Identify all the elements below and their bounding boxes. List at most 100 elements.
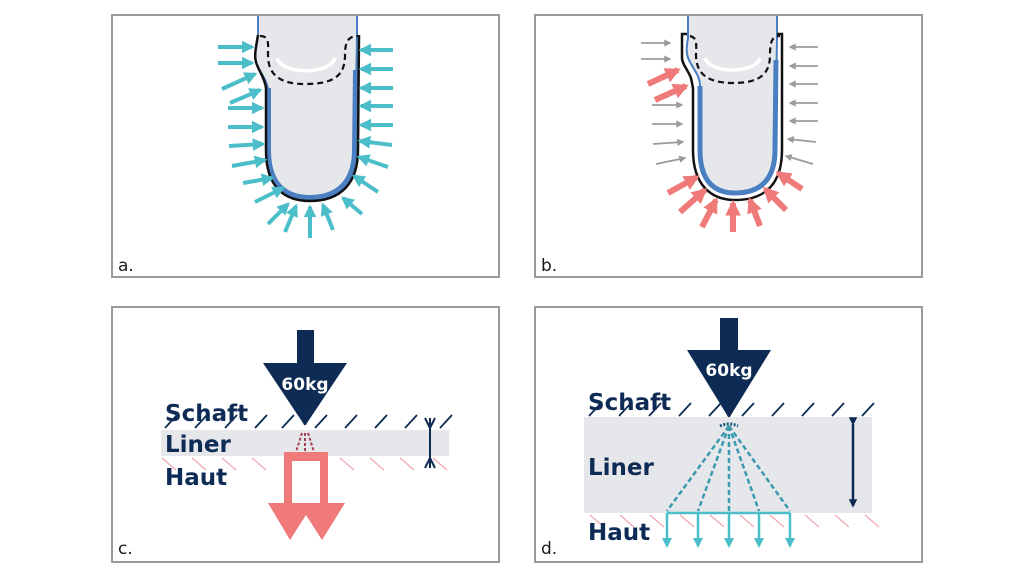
hatch-line	[314, 414, 328, 429]
hatch-line	[399, 457, 415, 471]
panel-label-c: c.	[118, 539, 133, 559]
hatch-line	[864, 514, 880, 528]
hatch-line	[588, 402, 602, 417]
hatch-line	[834, 514, 850, 528]
liner-layer	[697, 59, 779, 196]
patella-outline	[689, 34, 781, 85]
pressure-arrow	[786, 136, 817, 144]
hatch-line	[194, 414, 208, 429]
hatch-line	[801, 402, 815, 417]
hatch-line	[224, 414, 238, 429]
hatch-line	[404, 414, 418, 429]
hatch-line	[369, 457, 385, 471]
weight-arrow	[687, 318, 771, 418]
hatch-line	[769, 514, 785, 528]
hatch-line	[344, 414, 358, 429]
force-line	[727, 425, 792, 512]
hatch-line	[439, 414, 453, 429]
pressure-arrow	[655, 155, 687, 165]
pressure-arrow	[356, 154, 389, 169]
pressure-arrow	[762, 186, 789, 213]
pressure-arrow	[351, 174, 380, 194]
pressure-arrow	[266, 202, 290, 226]
pressure-arrow	[678, 187, 708, 215]
weight-label-c: 60kg	[281, 375, 328, 395]
thickness-indicator	[424, 417, 436, 469]
layer-label-socket: Schaft	[588, 390, 671, 416]
liner-band	[584, 417, 872, 513]
panel-c: 60kg Schaft Liner Haut c.	[111, 306, 500, 563]
layer-label-liner: Liner	[165, 432, 232, 458]
hatch-line	[831, 402, 845, 417]
layer-label-socket: Schaft	[165, 401, 248, 427]
force-line	[727, 425, 761, 512]
hatch-line	[254, 414, 268, 429]
pressure-arrow	[699, 197, 719, 229]
hatch-line	[589, 514, 605, 528]
force-line	[665, 425, 731, 512]
pressure-arrow	[228, 138, 266, 151]
hatch-line	[678, 402, 692, 417]
pressure-arrows-b	[641, 39, 818, 232]
hatch-line	[374, 414, 388, 429]
force-origin	[719, 422, 739, 428]
pressure-arrow	[341, 196, 364, 216]
hatching-c	[161, 414, 453, 471]
pressure-arrows-a	[218, 40, 393, 238]
distributed-load-arrows	[662, 513, 795, 548]
hatch-line	[339, 457, 355, 471]
pressure-arrow	[320, 202, 335, 231]
force-spread-c	[295, 432, 315, 453]
weight-label-d: 60kg	[705, 361, 752, 381]
force-spread-d	[665, 422, 792, 512]
hatch-line	[191, 457, 207, 471]
pressure-arrow	[784, 154, 814, 165]
hatch-line	[861, 402, 875, 417]
hatch-line	[771, 402, 785, 417]
panel-d: 60kg Schaft Liner Haut d.	[534, 306, 923, 563]
hatch-line	[221, 457, 237, 471]
pressure-arrow	[666, 174, 700, 196]
hatch-line	[161, 457, 177, 471]
panel-label-a: a.	[118, 256, 134, 276]
hatch-line	[281, 414, 295, 429]
concentrated-load-arrow	[268, 452, 345, 540]
pressure-arrow	[229, 88, 263, 105]
hatch-line	[679, 514, 695, 528]
hatch-line	[432, 457, 448, 471]
hatch-line	[739, 514, 755, 528]
layer-label-skin: Haut	[588, 520, 650, 546]
pressure-arrow	[242, 173, 275, 187]
hatch-line	[649, 514, 665, 528]
layer-label-liner: Liner	[588, 455, 655, 481]
pressure-arrow	[747, 197, 763, 228]
patella-highlight	[275, 57, 337, 73]
pressure-arrow	[221, 72, 258, 91]
force-line	[696, 425, 731, 512]
pressure-arrow	[357, 135, 393, 149]
layer-label-skin: Haut	[165, 465, 227, 491]
panel-label-b: b.	[541, 256, 557, 276]
pressure-arrow	[231, 155, 268, 169]
hatch-line	[804, 514, 820, 528]
pressure-arrow	[254, 186, 286, 204]
patella-outline	[259, 34, 359, 86]
panel-a: a.	[111, 14, 500, 278]
hatch-line	[618, 402, 632, 417]
liner-layer	[265, 69, 359, 202]
hatch-line	[709, 514, 725, 528]
pressure-arrow	[653, 83, 689, 103]
weight-arrow	[263, 330, 347, 426]
pressure-arrow	[646, 67, 681, 87]
panel-label-d: d.	[541, 539, 557, 559]
hatch-line	[741, 402, 755, 417]
hatch-line	[708, 402, 722, 417]
pressure-arrow	[775, 170, 804, 192]
pressure-arrow	[283, 203, 298, 233]
panel-b: b.	[534, 14, 923, 278]
hatching-d	[588, 402, 880, 528]
pressure-arrow	[652, 138, 685, 146]
hatch-line	[619, 514, 635, 528]
hatch-line	[648, 402, 662, 417]
